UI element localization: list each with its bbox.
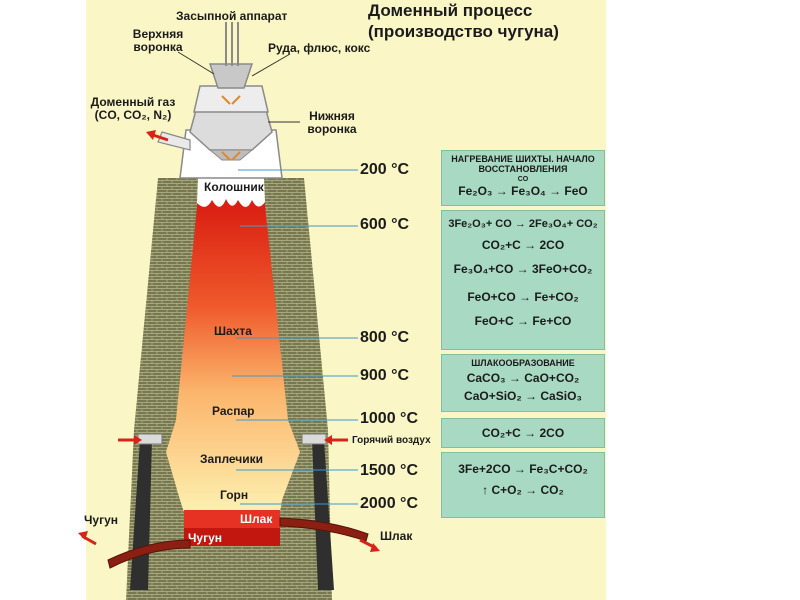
reaction-box-heating: НАГРЕВАНИЕ ШИХТЫ. НАЧАЛО ВОССТАНОВЛЕНИЯ … xyxy=(441,150,605,206)
reaction-eq: Fe₃O₄+CO → 3FeO+CO₂ xyxy=(453,262,593,276)
label-gas: Доменный газ (CO, CO₂, N₂) xyxy=(90,95,176,122)
zone-top: Колошник xyxy=(204,180,264,194)
label-loader: Засыпной аппарат xyxy=(176,9,288,23)
label-lower-funnel: Нижняя воронка xyxy=(307,109,357,136)
reaction-box-slag-title: ШЛАКООБРАЗОВАНИЕ xyxy=(471,358,575,368)
zone-bosh: Заплечики xyxy=(200,452,264,466)
temp-600: 600 °C xyxy=(360,216,410,233)
reaction-eq: FeO+CO → Fe+CO₂ xyxy=(467,290,579,304)
reaction-eq: CO₂+C → 2CO xyxy=(481,238,565,252)
page-title: Доменный процесс (производство чугуна) xyxy=(368,1,559,41)
slag-tap-pipe xyxy=(279,517,369,542)
reaction-box-hearth: 3Fe+2CO → Fe₃C+CO₂ ↑ C+O₂ → CO₂ xyxy=(441,452,605,518)
reaction-catalyst-label: CO xyxy=(517,176,529,183)
zone-hearth: Горн xyxy=(220,488,249,502)
zone-slag: Шлак xyxy=(240,512,273,526)
reaction-heating-eq: Fe₂O₃ → Fe₃O₄ → FeO xyxy=(458,184,588,198)
label-iron-out: Чугун xyxy=(84,513,119,527)
temp-1500: 1500 °C xyxy=(360,462,418,479)
reaction-eq: ↑ C+O₂ → CO₂ xyxy=(482,483,564,497)
charge-arrows xyxy=(221,95,241,161)
iron-tap-pipe xyxy=(107,539,191,569)
reaction-box-reduction: 3Fe₂O₃+ CO → 2Fe₃O₄+ CO₂ CO₂+C → 2CO Fe₃… xyxy=(441,210,605,350)
reaction-eq: 3Fe₂O₃+ CO → 2Fe₃O₄+ CO₂ xyxy=(448,218,598,230)
temp-1000: 1000 °C xyxy=(360,410,418,427)
zone-belly: Распар xyxy=(212,404,255,418)
iron-layer xyxy=(184,528,280,546)
label-ore: Руда, флюс, кокс xyxy=(268,41,371,55)
reaction-box-heating-title: НАГРЕВАНИЕ ШИХТЫ. НАЧАЛО ВОССТАНОВЛЕНИЯ xyxy=(451,154,595,174)
zone-shaft: Шахта xyxy=(214,324,252,338)
reaction-box-slag: ШЛАКООБРАЗОВАНИЕ CaCO₃ → CaO+CO₂ CaO+SiO… xyxy=(441,354,605,412)
temp-2000: 2000 °C xyxy=(360,495,418,512)
reaction-eq: CO₂+C → 2CO xyxy=(481,426,565,440)
zone-iron: Чугун xyxy=(188,531,223,545)
label-slag-out: Шлак xyxy=(380,529,413,543)
temperature-lines xyxy=(232,169,358,505)
top-cap xyxy=(197,178,265,207)
furnace-interior xyxy=(166,196,300,512)
label-upper-funnel: Верхняя воронка xyxy=(132,27,184,54)
hopper-body xyxy=(193,85,269,113)
temp-900: 900 °C xyxy=(360,367,410,384)
upper-funnel-shape xyxy=(208,63,254,89)
label-hot-air: Горячий воздух xyxy=(352,435,431,446)
slag-layer xyxy=(184,510,280,528)
lower-funnel-shape xyxy=(189,109,273,151)
temp-800: 800 °C xyxy=(360,329,410,346)
reaction-eq: 3Fe+2CO → Fe₃C+CO₂ xyxy=(458,462,588,476)
reaction-eq: CaCO₃ → CaO+CO₂ xyxy=(466,371,580,385)
reaction-box-carbon: CO₂+C → 2CO xyxy=(441,418,605,448)
temp-200: 200 °C xyxy=(360,161,410,178)
reaction-eq: FeO+C → Fe+CO xyxy=(474,314,572,328)
reaction-eq: CaO+SiO₂ → CaSiO₃ xyxy=(464,389,582,403)
